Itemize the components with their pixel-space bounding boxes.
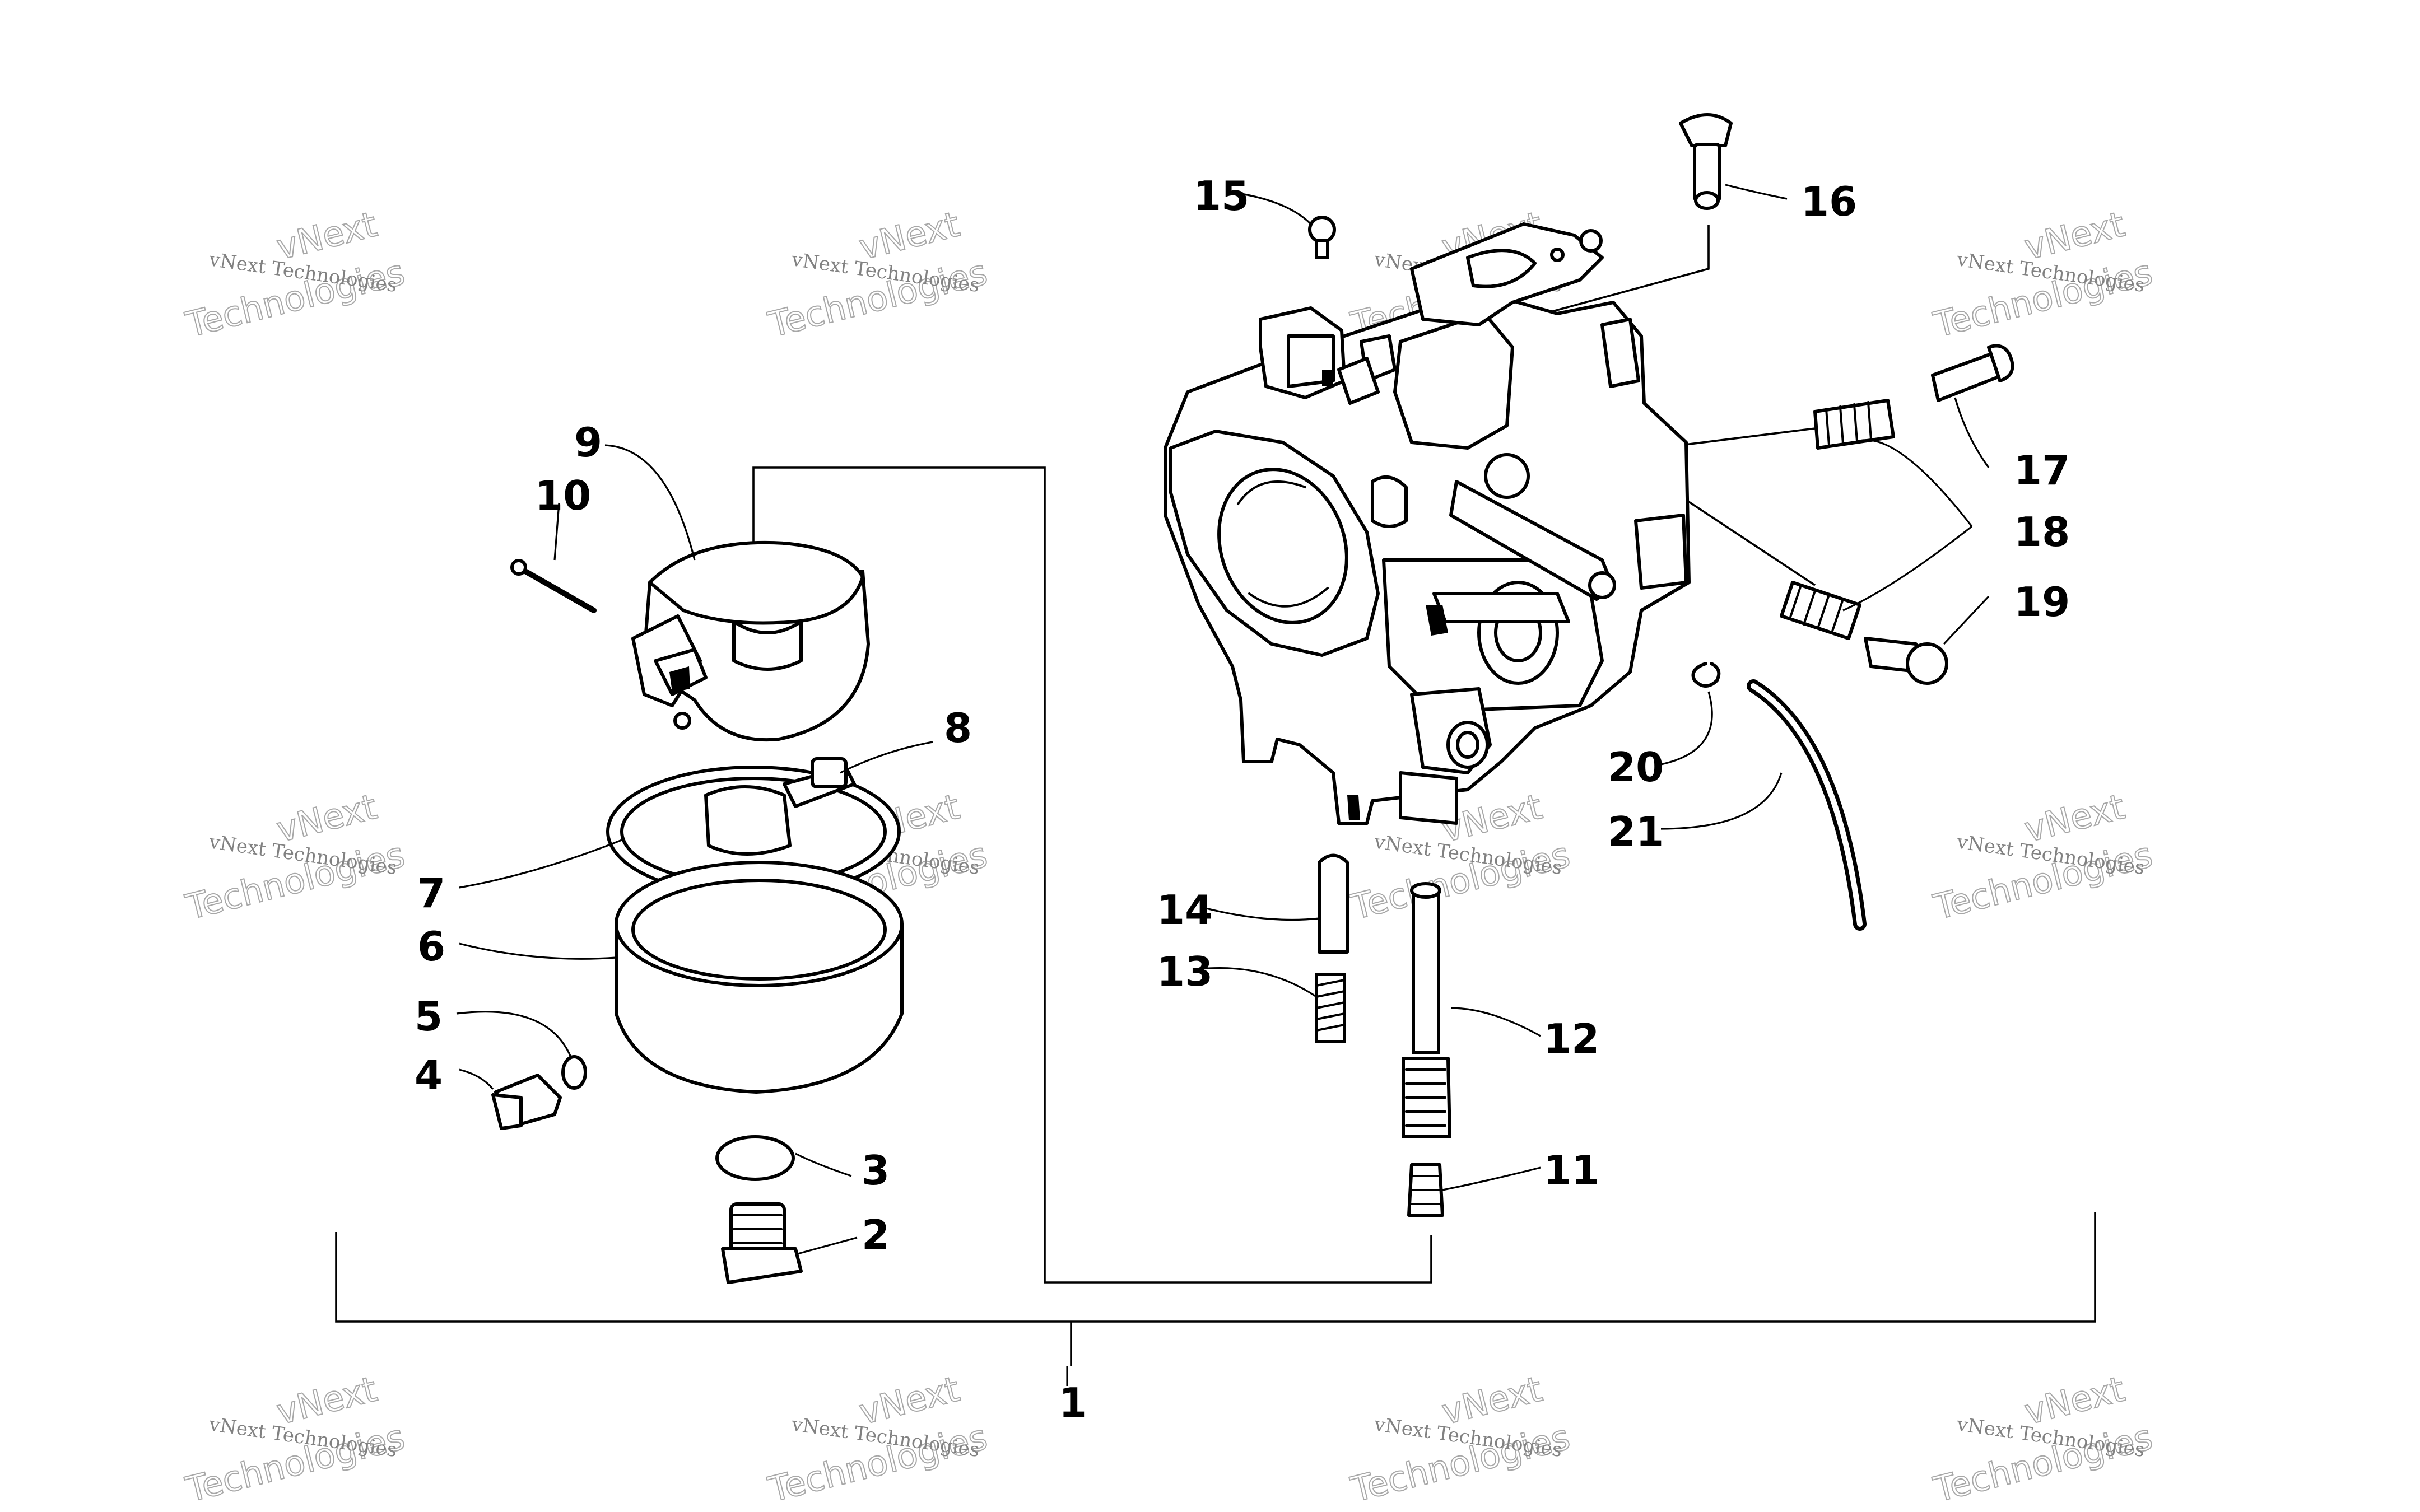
callout-1: 1 [1059, 1379, 1087, 1426]
idle-screw [1931, 344, 2014, 402]
watermark-vnext: vNext [273, 204, 381, 268]
callout-18: 18 [2014, 508, 2070, 556]
watermark-vnext: vNext [273, 1369, 381, 1433]
pilot-jet [1318, 853, 1349, 954]
circlip [1691, 662, 1721, 688]
watermark-vnext: vNext [855, 204, 964, 268]
callout-17: 17 [2014, 447, 2070, 494]
inlet-needle [704, 757, 856, 856]
watermark-vnext: vNext [1438, 1369, 1546, 1433]
callout-14: 14 [1157, 886, 1213, 934]
needle-jet [1402, 882, 1451, 1138]
leaders [456, 184, 1990, 1386]
bowl-gasket [715, 1135, 795, 1181]
float-pin [510, 559, 597, 613]
callout-6: 6 [417, 923, 445, 970]
callout-12: 12 [1543, 1015, 1599, 1062]
callout-4: 4 [415, 1052, 443, 1099]
callout-9: 9 [574, 419, 602, 466]
drain-screw [491, 1074, 562, 1130]
float-bowl [615, 861, 904, 1094]
callout-15: 15 [1193, 172, 1249, 220]
watermark-vnext: vNext [2021, 1369, 2129, 1433]
callouts: 1 2 3 4 5 6 7 8 9 10 11 12 13 14 15 16 1… [415, 172, 2070, 1426]
callout-11: 11 [1543, 1147, 1599, 1194]
drain-plug [721, 1202, 803, 1284]
watermark-vnext: vNext [2021, 786, 2129, 851]
callout-21: 21 [1608, 808, 1664, 855]
assembly-bracket [335, 1212, 2096, 1366]
callout-19: 19 [2014, 578, 2070, 626]
drain-screw-gasket [561, 1055, 587, 1090]
pilot-screw [1864, 637, 1948, 685]
callout-8: 8 [944, 704, 972, 752]
watermark-vnext: vNext [855, 1369, 964, 1433]
vent-tube [1747, 679, 1867, 931]
throttle-stop-screw [1679, 113, 1733, 210]
callout-3: 3 [862, 1147, 890, 1194]
main-jet [1407, 1163, 1444, 1217]
springs [1780, 399, 1895, 640]
watermark-vnext: vNext [273, 786, 381, 851]
callout-10: 10 [535, 472, 591, 519]
float-bowl-routing-line [752, 466, 1432, 1284]
watermark-vnext: vNext [2021, 204, 2129, 268]
carburetor-body [1164, 222, 1691, 825]
float-assembly [631, 540, 870, 742]
callout-16: 16 [1801, 178, 1857, 225]
callout-13: 13 [1157, 948, 1213, 995]
callout-7: 7 [417, 870, 445, 917]
callout-5: 5 [415, 993, 443, 1040]
callout-20: 20 [1608, 744, 1664, 791]
top-screw [1308, 216, 1336, 259]
pilot-jet-spring [1315, 973, 1346, 1043]
callout-2: 2 [862, 1211, 890, 1258]
